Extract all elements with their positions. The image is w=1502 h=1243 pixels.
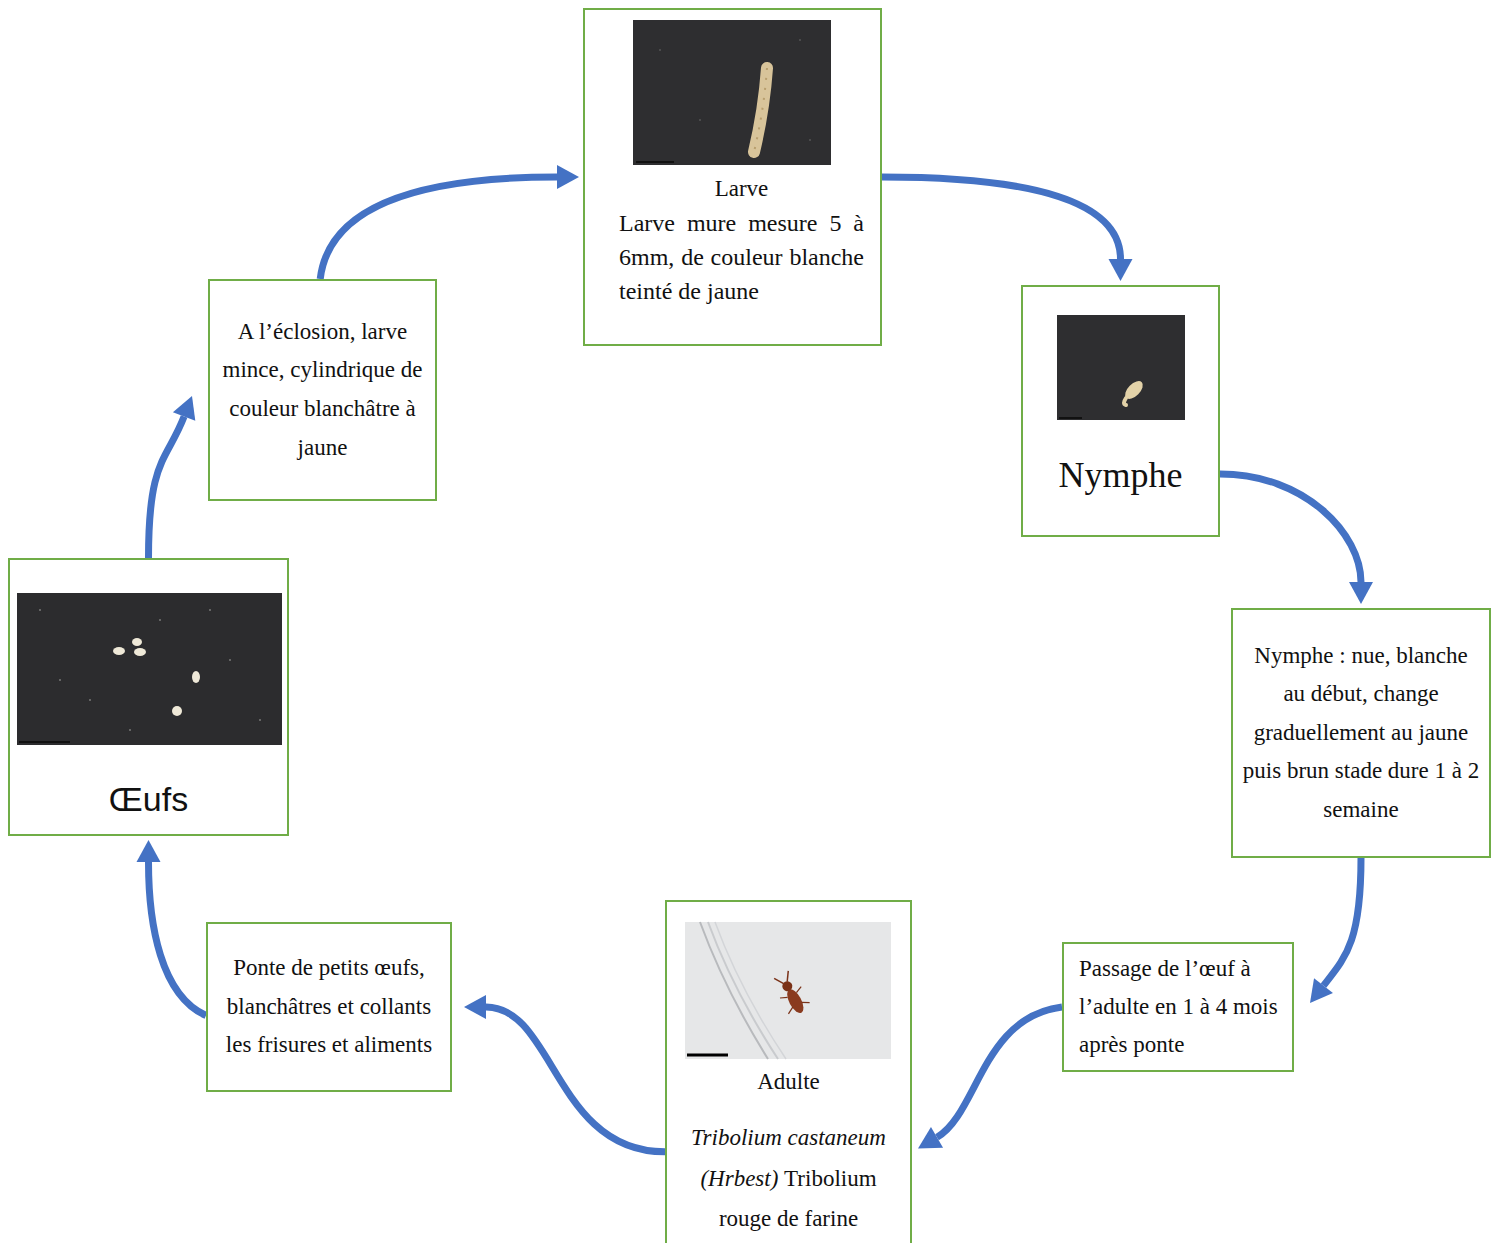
- arrow-line: [149, 417, 185, 558]
- arrow-line: [149, 862, 207, 1016]
- stage-label: Passage de l’œuf à l’adulte en 1 à 4 moi…: [1079, 950, 1282, 1064]
- note-box: A l’éclosion, larve mince, cylindrique d…: [208, 279, 437, 501]
- adult-photo: [685, 922, 891, 1059]
- arrow-head: [1109, 259, 1133, 281]
- arrow-head: [1349, 582, 1373, 604]
- cycle-arrow: [882, 177, 1133, 281]
- arrow-head: [918, 1127, 943, 1148]
- stage-box: Œufs: [8, 558, 289, 836]
- text-holder: Œufs: [18, 778, 279, 820]
- arrow-line: [486, 1007, 665, 1152]
- arrow-head: [557, 165, 579, 189]
- cycle-arrow: [137, 840, 207, 1016]
- text-holder: LarveLarve mure mesure 5 à 6mm, de coule…: [619, 172, 864, 308]
- arrow-head: [173, 396, 195, 421]
- stage-label: Œufs: [18, 778, 279, 820]
- species-paragraph: Tribolium castaneum (Hrbest)Tribolium ro…: [673, 1119, 904, 1241]
- stage-label: Ponte de petits œufs, blanchâtres et col…: [216, 949, 442, 1065]
- note-box: Passage de l’œuf à l’adulte en 1 à 4 moi…: [1062, 942, 1294, 1072]
- note-box: Nymphe : nue, blanche au début, change g…: [1231, 608, 1491, 858]
- arrow-head: [464, 995, 486, 1019]
- stage-label: Nymphe: [1031, 453, 1210, 497]
- arrow-line: [882, 177, 1121, 259]
- arrow-line: [1220, 474, 1361, 582]
- arrow-line: [1324, 858, 1361, 986]
- stage-box: LarveLarve mure mesure 5 à 6mm, de coule…: [583, 8, 882, 346]
- note-box: Ponte de petits œufs, blanchâtres et col…: [206, 922, 452, 1092]
- arrow-head: [137, 840, 161, 862]
- text-holder: Ponte de petits œufs, blanchâtres et col…: [216, 949, 442, 1065]
- stage-label: Nymphe : nue, blanche au début, change g…: [1241, 637, 1481, 830]
- larva-photo: [633, 20, 831, 165]
- arrow-head: [1310, 978, 1333, 1003]
- text-holder: Passage de l’œuf à l’adulte en 1 à 4 moi…: [1079, 950, 1282, 1064]
- text-holder: Nymphe : nue, blanche au début, change g…: [1241, 637, 1481, 830]
- cycle-arrow: [464, 995, 665, 1152]
- pupa-photo: [1057, 315, 1185, 420]
- cycle-arrow: [1310, 858, 1361, 1003]
- cycle-arrow: [918, 1007, 1062, 1148]
- stage-box: AdulteTribolium castaneum (Hrbest)Tribol…: [665, 900, 912, 1243]
- stage-text: Larve mure mesure 5 à 6mm, de couleur bl…: [619, 206, 864, 308]
- cycle-arrow: [320, 165, 579, 279]
- cycle-arrow: [149, 396, 196, 558]
- text-holder: AdulteTribolium castaneum (Hrbest)Tribol…: [673, 1065, 904, 1241]
- cycle-arrow: [1220, 474, 1373, 604]
- text-holder: Nymphe: [1031, 453, 1210, 497]
- arrow-line: [320, 177, 557, 279]
- eggs-photo: [17, 593, 282, 745]
- arrow-line: [937, 1007, 1062, 1137]
- stage-label: Adulte: [673, 1065, 904, 1099]
- text-holder: A l’éclosion, larve mince, cylindrique d…: [218, 313, 427, 467]
- stage-box: Nymphe: [1021, 285, 1220, 537]
- stage-label: A l’éclosion, larve mince, cylindrique d…: [218, 313, 427, 467]
- stage-label: Larve: [619, 172, 864, 206]
